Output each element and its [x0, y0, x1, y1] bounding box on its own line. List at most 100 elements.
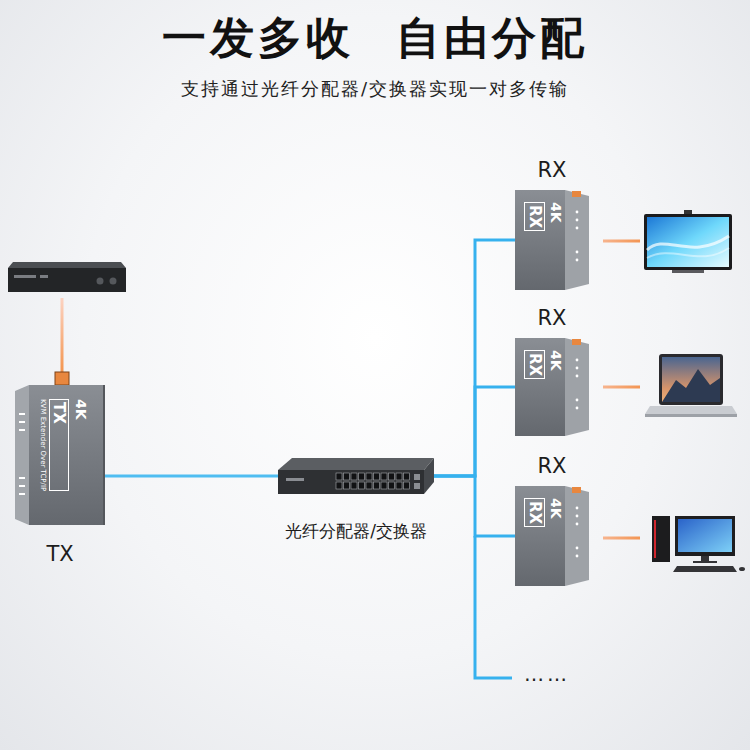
subtitle: 支持通过光纤分配器/交换器实现一对多传输 [0, 78, 750, 100]
hdmi-cable [603, 386, 640, 389]
device-face: 4KRX [521, 350, 563, 379]
hdmi-cable [61, 298, 64, 372]
device-label: RX [538, 159, 567, 182]
dvr-front [8, 268, 126, 292]
pc-tower [652, 516, 670, 562]
device-face: 4KTXKVM Extender Over TCP/IP [35, 399, 88, 491]
device-vent [576, 211, 579, 214]
switch-port [336, 473, 342, 480]
tv-stand [672, 270, 704, 273]
fiber-trunk [475, 536, 512, 678]
switch-port [374, 482, 380, 489]
device-vent [19, 493, 25, 495]
dvr-button [97, 278, 104, 285]
transmitter-box: TX4KTXKVM Extender Over TCP/IP [15, 385, 105, 525]
tv-frame [644, 214, 732, 270]
switch-port [374, 473, 380, 480]
sfp-port [414, 483, 420, 489]
pc-stand-base [693, 561, 717, 563]
switch-port [344, 482, 350, 489]
switch-port [366, 482, 372, 489]
continuation-dots: …… [524, 662, 614, 686]
fiber-link [434, 476, 515, 536]
fiber-port [55, 372, 69, 385]
switch-port [404, 482, 410, 489]
pc-mouse [739, 567, 745, 571]
face-text: RX [524, 498, 545, 527]
laptop-bezel [659, 354, 723, 405]
pc-monitor [675, 516, 735, 556]
switch-detail [286, 478, 304, 481]
receiver-box: RX4KRX [515, 190, 589, 290]
device-side [565, 190, 589, 290]
device-vent [576, 251, 579, 254]
device-front [29, 385, 105, 525]
device-vent [576, 547, 579, 550]
device-edge [103, 385, 105, 525]
switch-port [396, 473, 402, 480]
switch-port [336, 482, 342, 489]
laptop-screen [662, 357, 720, 402]
screen-mountain [662, 369, 720, 402]
fiber-switch: 光纤分配器/交换器 [278, 458, 434, 494]
pc-screen [678, 519, 732, 552]
switch-port [366, 473, 372, 480]
dvr-button [110, 278, 117, 285]
device-vent [576, 227, 579, 230]
switch-port [344, 473, 350, 480]
fiber-link [434, 240, 515, 476]
switch-port [351, 473, 357, 480]
pc-keyboard [673, 566, 737, 572]
fiber-port [572, 339, 581, 345]
device-vent [576, 375, 579, 378]
hdmi-cable [603, 240, 640, 243]
device-vent [19, 485, 25, 487]
hdmi-cable [603, 537, 640, 540]
face-text: 4K [72, 399, 87, 491]
face-text: TX [49, 399, 70, 491]
screen-wave [647, 248, 729, 258]
pc-accent [654, 520, 656, 558]
device-label: TX [46, 543, 73, 566]
device-vent [576, 399, 579, 402]
device-vent [576, 219, 579, 222]
device-side [565, 486, 589, 586]
device-vent [576, 507, 579, 510]
switch-port [351, 482, 357, 489]
fiber-link [105, 475, 278, 478]
device-front [515, 190, 565, 290]
tv-screen [647, 217, 729, 267]
tv-display [644, 210, 732, 273]
desktop-pc [652, 516, 745, 572]
device-vent [19, 421, 25, 423]
device-side [15, 385, 29, 525]
device-label: RX [538, 455, 567, 478]
laptop-edge [645, 414, 737, 417]
device-label: RX [538, 307, 567, 330]
tv-camera [684, 210, 692, 214]
device-face: 4KRX [521, 202, 563, 231]
fiber-link [434, 387, 515, 476]
face-text: 4K [548, 350, 563, 379]
device-vent [576, 259, 579, 262]
switch-top [278, 458, 434, 470]
switch-port [389, 473, 395, 480]
page-title: 一发多收 自由分配 [0, 12, 750, 65]
device-vent [576, 523, 579, 526]
face-text: 4K [548, 202, 563, 231]
dvr-detail [14, 275, 36, 278]
fiber-port [572, 191, 581, 197]
screen-wave [647, 236, 729, 250]
switch-port [359, 482, 365, 489]
device-vent [576, 407, 579, 410]
device-front [515, 338, 565, 436]
device-vent [576, 555, 579, 558]
fiber-port [572, 487, 581, 493]
face-text: KVM Extender Over TCP/IP [38, 399, 46, 491]
device-face: 4KRX [521, 498, 563, 527]
laptop [645, 354, 737, 417]
face-text: RX [524, 350, 545, 379]
switch-side [424, 458, 434, 494]
